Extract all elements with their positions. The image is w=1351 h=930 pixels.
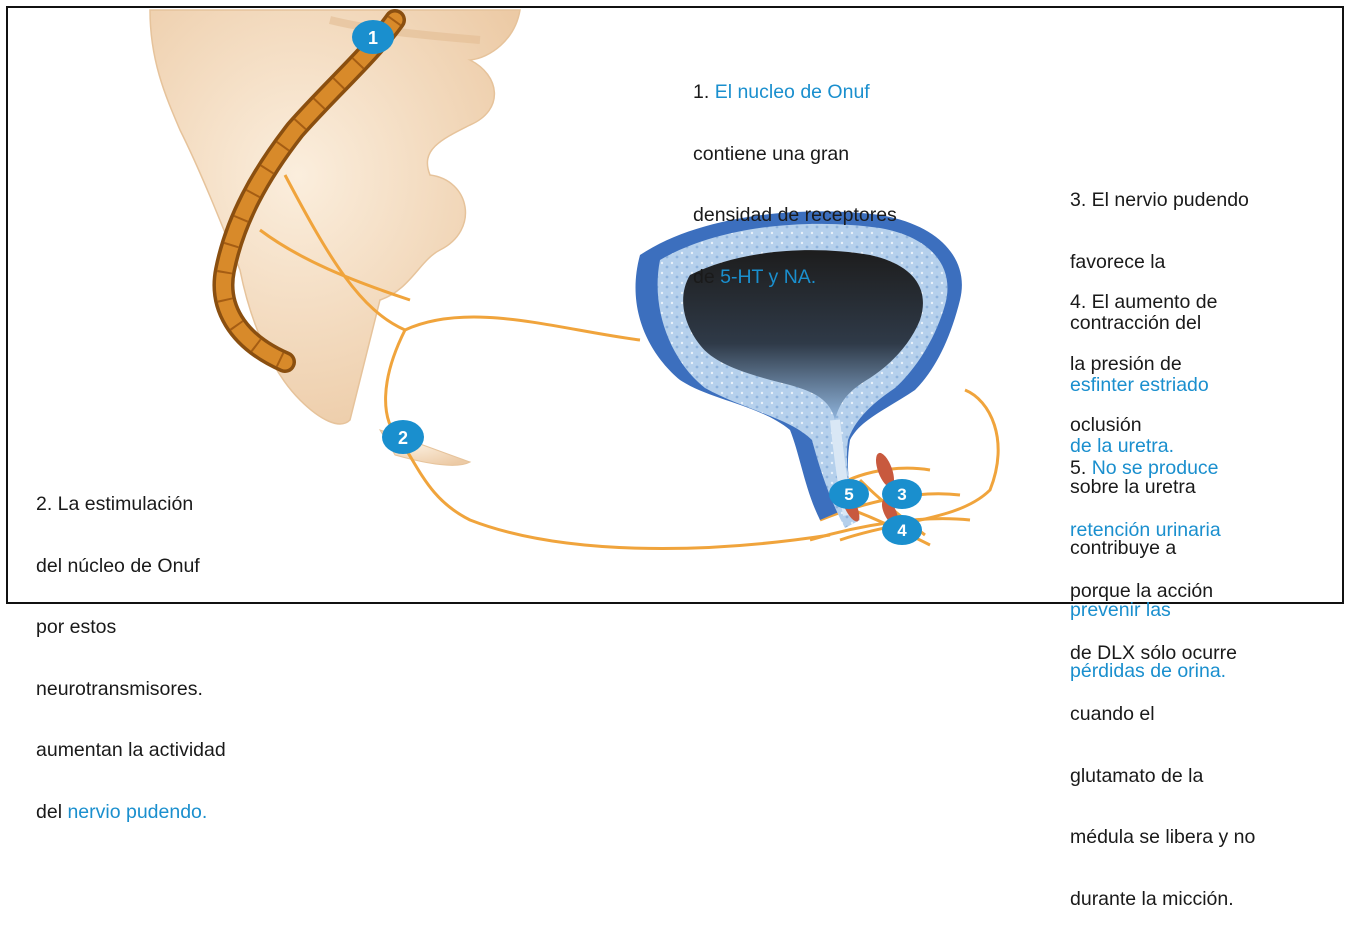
badge-2-icon: 2 [382, 420, 424, 454]
badge-4-icon: 4 [882, 515, 922, 545]
badge-1-label: 1 [368, 28, 378, 48]
note-2-line-5: aumentan la actividad [36, 740, 226, 761]
note-5-line-5: cuando el [1070, 704, 1255, 725]
badge-1-icon: 1 [352, 20, 394, 54]
note-1-line-4-prefix: de [693, 266, 715, 288]
note-2-line-3: por estos [36, 617, 226, 638]
note-2-nerve: nervio pudendo. [67, 801, 207, 823]
note-2-line-2: del núcleo de Onuf [36, 556, 226, 577]
note-2-line-1: 2. La estimulación [36, 494, 226, 515]
note-5-line-1: No se produce [1092, 457, 1219, 479]
note-4-line-2: la presión de [1070, 354, 1226, 375]
badge-2-label: 2 [398, 428, 408, 448]
badge-5-icon: 5 [829, 479, 869, 509]
note-2-line-4: neurotransmisores. [36, 679, 226, 700]
note-5-line-2: retención urinaria [1070, 520, 1255, 541]
note-5-line-6: glutamato de la [1070, 766, 1255, 787]
note-2-line-6-prefix: del [36, 801, 62, 823]
note-4-line-1: 4. El aumento de [1070, 292, 1226, 313]
note-1-title: El nucleo de Onuf [715, 81, 870, 103]
note-5-line-7: médula se libera y no [1070, 827, 1255, 848]
note-5: 5. No se produce retención urinaria porq… [1070, 417, 1255, 930]
note-2: 2. La estimulación del núcleo de Onuf po… [36, 453, 226, 843]
note-5-line-4: de DLX sólo ocurre [1070, 643, 1255, 664]
note-1-line-3: densidad de receptores [693, 205, 897, 226]
note-3-line-1: 3. El nervio pudendo [1070, 190, 1249, 211]
note-1-line-2: contiene una gran [693, 144, 897, 165]
badge-4-label: 4 [897, 521, 907, 540]
note-5-line-8: durante la micción. [1070, 889, 1255, 910]
note-1: 1. El nucleo de Onuf contiene una gran d… [693, 41, 897, 308]
badge-5-label: 5 [844, 485, 853, 504]
note-1-receptors: 5-HT y NA. [720, 266, 816, 288]
badge-3-label: 3 [897, 485, 906, 504]
note-5-line-3: porque la acción [1070, 581, 1255, 602]
badge-3-icon: 3 [882, 479, 922, 509]
note-5-number: 5. [1070, 457, 1086, 479]
note-1-number: 1. [693, 81, 709, 103]
